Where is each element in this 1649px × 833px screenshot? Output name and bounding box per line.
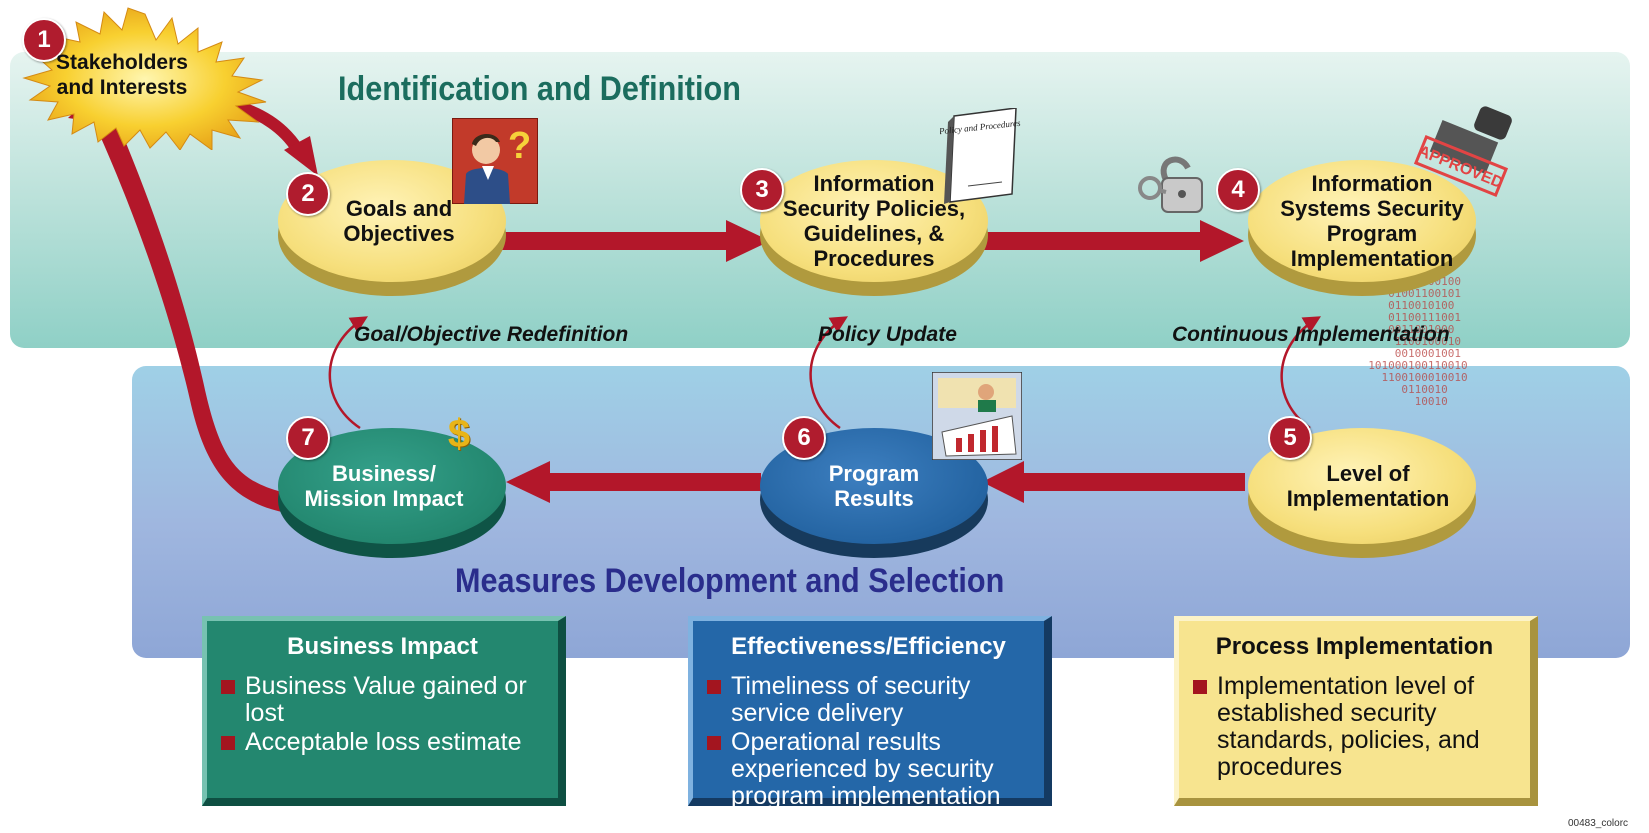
process-implementation-box: Process Implementation Implementation le… — [1174, 616, 1538, 806]
svg-text:?: ? — [508, 125, 531, 167]
padlock-icon — [1138, 156, 1203, 213]
arrow-policies-to-implementation — [975, 220, 1244, 262]
measures-title: Measures Development and Selection — [455, 562, 1005, 600]
list-item: Acceptable loss estimate — [221, 729, 544, 756]
list-item-text: Operational results experienced by secur… — [731, 728, 1001, 810]
bullet-icon — [707, 680, 721, 694]
list-item-text: Implementation level of established secu… — [1217, 672, 1480, 781]
node-4-label: Information Systems Security Program Imp… — [1248, 160, 1476, 282]
arrow-stakeholders-to-goals — [226, 98, 318, 176]
arrow-goals-to-policies — [500, 220, 770, 262]
arrow-level-to-results — [982, 461, 1245, 503]
effectiveness-box: Effectiveness/Efficiency Timeliness of s… — [688, 616, 1052, 810]
list-item: Timeliness of security service delivery — [707, 673, 1030, 727]
effectiveness-title: Effectiveness/Efficiency — [731, 633, 1006, 660]
dollar-icon: $ — [447, 412, 471, 456]
feedback-arrow-policy — [809, 316, 848, 430]
policy-update-label: Policy Update — [818, 323, 957, 346]
stakeholders-burst: 1 Stakeholders and Interests — [0, 0, 290, 150]
step-number-3: 3 — [740, 168, 784, 212]
bullet-icon — [707, 736, 721, 750]
business-impact-box: Business Impact Business Value gained or… — [202, 616, 566, 806]
bullet-icon — [1193, 680, 1207, 694]
list-item: Business Value gained or lost — [221, 673, 544, 727]
list-item-text: Business Value gained or lost — [245, 672, 527, 727]
step-number-5: 5 — [1268, 416, 1312, 460]
identification-title: Identification and Definition — [338, 70, 741, 108]
step-number-7: 7 — [286, 416, 330, 460]
node-3-label: Information Security Policies, Guideline… — [760, 160, 988, 282]
approved-stamp-icon: APPROVED — [1413, 106, 1512, 198]
list-item-text: Timeliness of security service delivery — [731, 672, 971, 727]
bullet-icon — [221, 736, 235, 750]
bullet-icon — [221, 680, 235, 694]
step-number-1: 1 — [22, 18, 66, 62]
node-security-policies: Information Security Policies, Guideline… — [760, 160, 988, 296]
list-item: Implementation level of established secu… — [1193, 673, 1516, 781]
feedback-arrow-goal — [328, 316, 368, 430]
node-program-implementation: Information Systems Security Program Imp… — [1248, 160, 1476, 296]
goal-redefinition-label: Goal/Objective Redefinition — [354, 323, 629, 346]
process-implementation-title: Process Implementation — [1215, 633, 1494, 660]
list-item: Operational results experienced by secur… — [707, 729, 1030, 810]
step-number-6: 6 — [782, 416, 826, 460]
thinking-person-question-icon: ? — [452, 118, 538, 204]
step-number-4: 4 — [1216, 168, 1260, 212]
policy-document-icon: Policy and Procedures — [940, 108, 1021, 204]
list-item-text: Acceptable loss estimate — [245, 728, 522, 756]
arrow-results-to-impact — [506, 461, 761, 503]
continuous-implementation-label: Continuous Implementation — [1172, 323, 1450, 346]
stakeholders-label: Stakeholders and Interests — [56, 51, 188, 99]
figure-code: 00483_colorc — [1568, 818, 1629, 829]
business-impact-title: Business Impact — [287, 633, 478, 660]
results-chart-icon — [932, 372, 1022, 460]
step-number-2: 2 — [286, 172, 330, 216]
